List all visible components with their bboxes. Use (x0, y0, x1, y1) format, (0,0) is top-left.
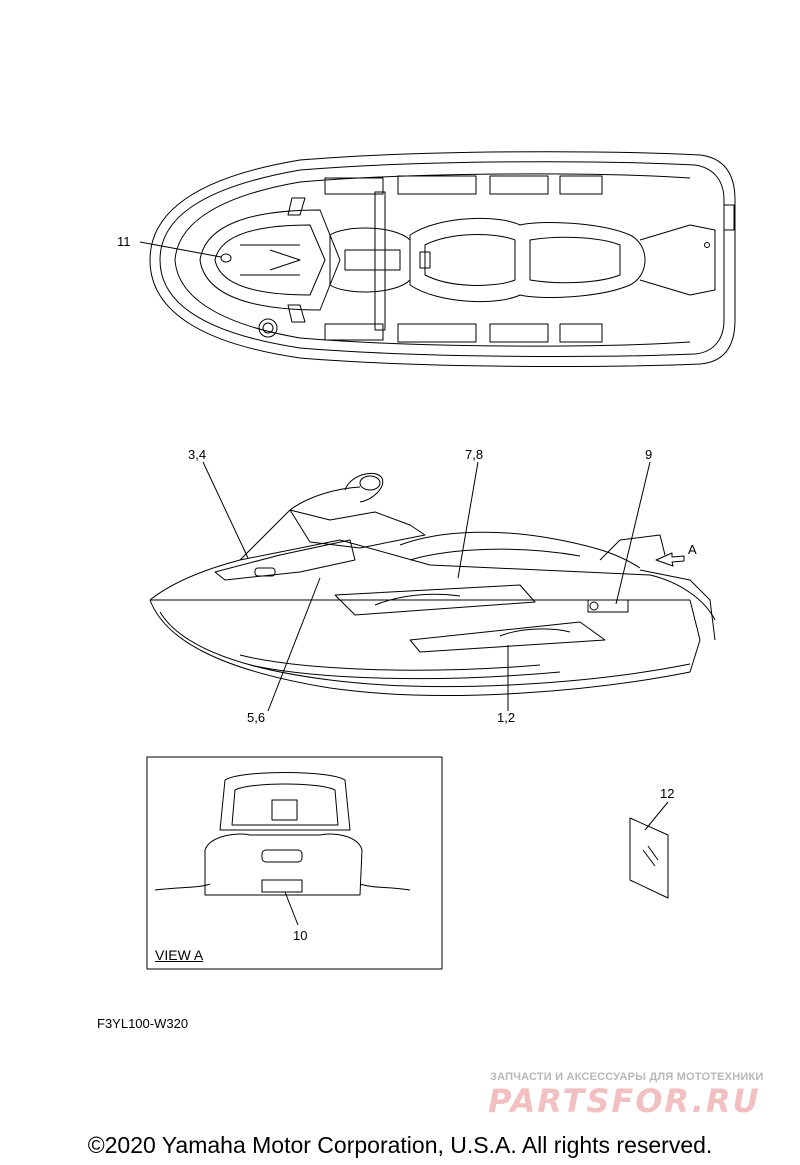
part-12-label-card (629, 801, 669, 899)
callout-view-a-arrow: A (688, 542, 697, 557)
watermark-tagline: ЗАПЧАСТИ И АКСЕССУАРЫ ДЛЯ МОТОТЕХНИКИ (490, 1071, 764, 1083)
callout-11: 11 (117, 234, 131, 249)
view-a-label: VIEW A (155, 947, 204, 963)
callout-3-4: 3,4 (188, 447, 207, 462)
callout-7-8: 7,8 (465, 447, 484, 462)
side-view-watercraft (149, 461, 716, 712)
top-view-watercraft (139, 151, 736, 367)
copyright-notice: ©2020 Yamaha Motor Corporation, U.S.A. A… (87, 1132, 713, 1158)
callout-12: 12 (660, 786, 675, 801)
figure-code: F3YL100-W320 (97, 1016, 189, 1031)
callout-10: 10 (293, 928, 308, 943)
callout-9: 9 (645, 447, 653, 462)
callout-5-6: 5,6 (247, 710, 266, 725)
callout-1-2: 1,2 (497, 710, 516, 725)
view-a-box (146, 756, 443, 970)
watermark-logo: PARTSFOR.RU (488, 1082, 761, 1120)
